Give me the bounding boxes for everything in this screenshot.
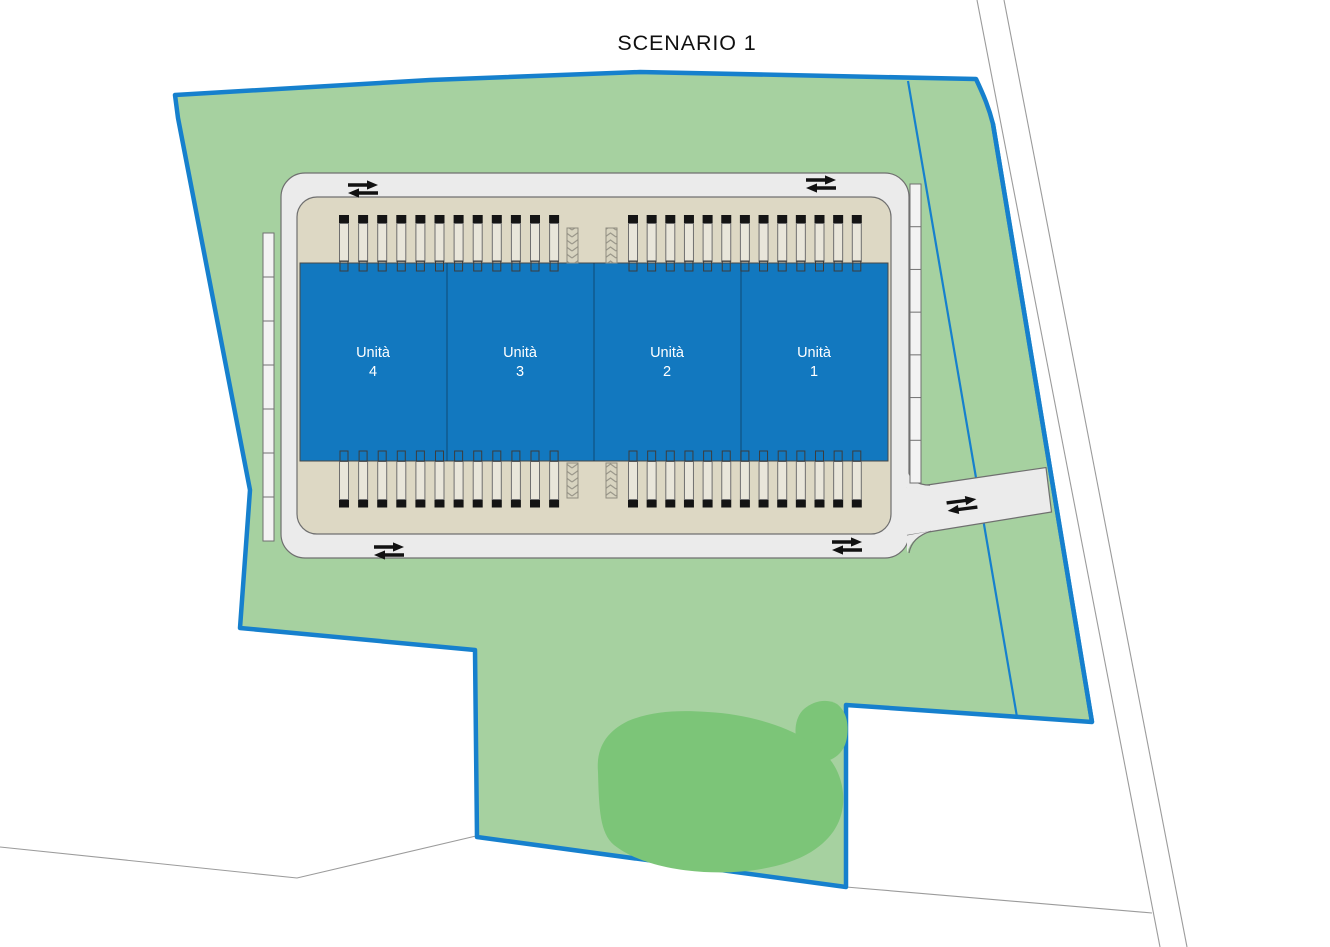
truck-dock: [453, 215, 464, 272]
truck-dock: [683, 450, 694, 508]
unit-dividers: [446, 263, 742, 461]
truck-dock: [628, 450, 638, 508]
car-parking-stalls: [262, 183, 922, 542]
truck-dock: [434, 450, 445, 508]
truck-dock: [777, 450, 788, 508]
site-boundary-overlay: [990, 123, 1095, 723]
truck-dock: [491, 450, 502, 508]
access-road-fillet: [907, 531, 931, 553]
truck-dock: [795, 215, 806, 272]
parcel-division-line: [906, 80, 1019, 718]
truck-dock: [472, 450, 483, 508]
truck-dock: [665, 450, 676, 508]
truck-dock: [646, 215, 657, 272]
trailer-ramp: [566, 462, 579, 499]
truck-dock: [851, 215, 862, 272]
truck-dock: [530, 450, 540, 508]
truck-dock: [833, 215, 844, 272]
truck-dock: [758, 215, 769, 272]
truck-dock: [721, 215, 732, 272]
truck-dock: [702, 215, 713, 272]
truck-dock: [851, 450, 862, 508]
truck-dock: [833, 450, 844, 508]
truck-dock: [683, 215, 694, 272]
landscape-area: [597, 711, 844, 873]
truck-dock: [377, 450, 388, 508]
truck-dock: [665, 215, 676, 272]
loading-docks: [339, 215, 862, 508]
truck-dock: [377, 215, 388, 272]
external-road-line: [1003, 0, 1188, 947]
truck-dock: [721, 450, 732, 508]
truck-dock: [739, 450, 750, 508]
truck-dock: [646, 450, 657, 508]
trailer-ramp: [566, 227, 579, 264]
truck-dock: [415, 450, 426, 508]
truck-dock: [739, 215, 750, 272]
truck-dock: [339, 215, 349, 272]
truck-dock: [510, 215, 521, 272]
truck-dock: [510, 450, 521, 508]
truck-dock: [530, 215, 540, 272]
access-road: [906, 466, 1053, 537]
truck-dock: [434, 215, 445, 272]
truck-dock: [549, 215, 560, 272]
truck-dock: [491, 215, 502, 272]
trailer-ramp: [605, 462, 618, 499]
parking-stall-band: [909, 183, 922, 484]
parking-stall-band: [262, 232, 275, 542]
truck-dock: [415, 215, 426, 272]
truck-dock: [795, 450, 806, 508]
truck-dock: [702, 450, 713, 508]
access-road-fillet-edge: [908, 530, 932, 554]
warehouse-building: [299, 262, 889, 462]
truck-dock: [339, 450, 349, 508]
truck-dock: [814, 450, 825, 508]
truck-dock: [453, 450, 464, 508]
truck-dock: [396, 215, 407, 272]
truck-dock: [549, 450, 560, 508]
truck-dock: [758, 450, 769, 508]
truck-dock: [628, 215, 638, 272]
truck-dock: [814, 215, 825, 272]
truck-dock: [358, 450, 369, 508]
truck-dock: [472, 215, 483, 272]
truck-dock: [396, 450, 407, 508]
external-road-line: [976, 0, 1161, 947]
page-title: SCENARIO 1: [617, 31, 756, 55]
trailer-ramp: [605, 227, 618, 264]
external-road-line: [845, 886, 1153, 914]
trailer-ramps: [566, 227, 618, 499]
truck-dock: [358, 215, 369, 272]
access-road-fillet: [907, 469, 930, 489]
external-road-line: [0, 835, 477, 879]
truck-dock: [777, 215, 788, 272]
external-roads: [0, 0, 1188, 947]
